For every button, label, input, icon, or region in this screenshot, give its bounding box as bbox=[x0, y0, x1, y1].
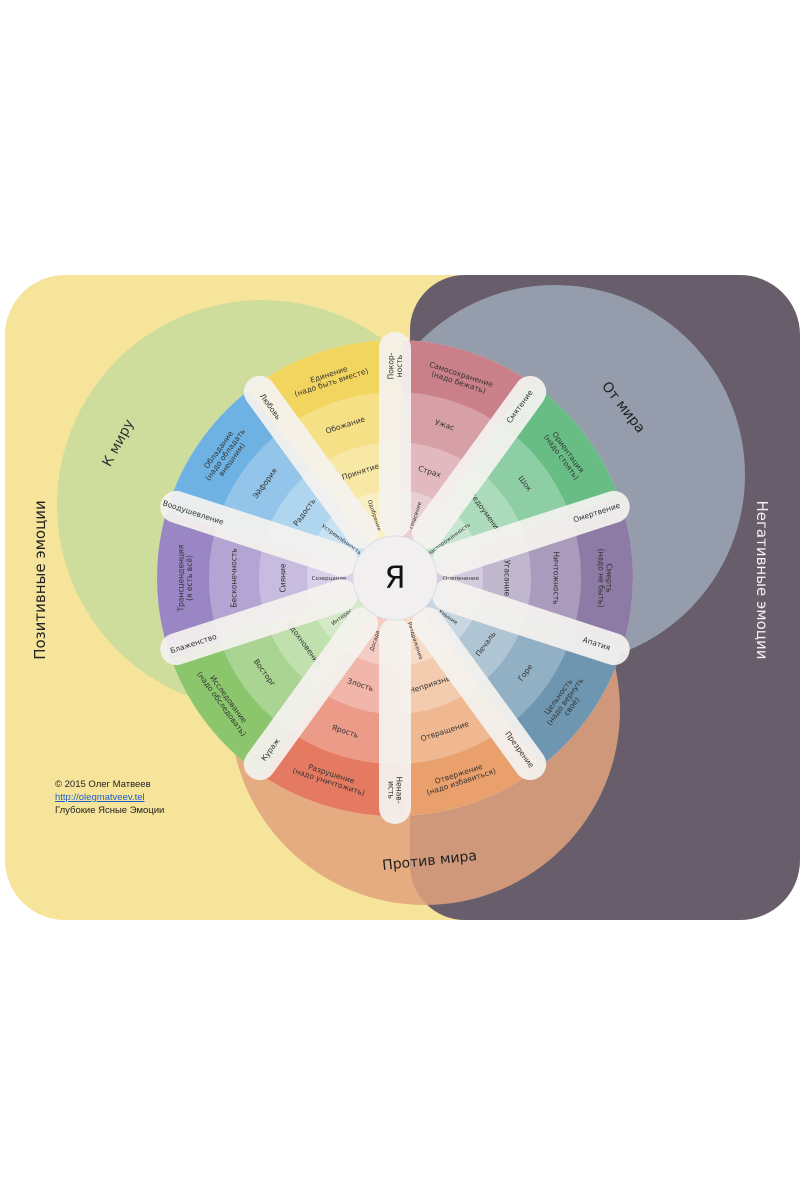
author-link[interactable]: http://olegmatveev.tel bbox=[55, 792, 145, 803]
spoke-bar bbox=[432, 579, 630, 666]
copyright-text: © 2015 Олег Матвеев bbox=[55, 779, 151, 790]
spoke-label: Покор-ность bbox=[387, 352, 404, 379]
spoke-5: Ненав-исть bbox=[379, 618, 411, 824]
spoke-bar bbox=[160, 490, 358, 577]
spoke-bar bbox=[411, 607, 547, 781]
positive-emotions-label: Позитивные эмоции bbox=[31, 500, 49, 660]
spoke-8: Воодушевление bbox=[160, 490, 358, 577]
negative-emotions-label: Негативные эмоции bbox=[753, 501, 771, 660]
emotion-label: Смерть(надо не быть) bbox=[596, 549, 613, 608]
spoke-bar bbox=[379, 618, 411, 824]
spoke-1: Смятение bbox=[411, 375, 547, 549]
spoke-9: Любовь bbox=[243, 375, 379, 549]
spoke-7: Блаженство bbox=[160, 579, 358, 666]
spoke-6: Кураж bbox=[243, 607, 379, 781]
spoke-bar bbox=[243, 375, 379, 549]
spoke-2: Омертвение bbox=[432, 490, 630, 577]
emotion-label: Созерцание bbox=[312, 576, 347, 582]
spoke-bar bbox=[411, 375, 547, 549]
spoke-bar bbox=[243, 607, 379, 781]
spoke-bar bbox=[160, 579, 358, 666]
credit-title: Глубокие Ясные Эмоции bbox=[55, 805, 165, 816]
self-label: Я bbox=[385, 561, 406, 596]
spoke-bar bbox=[379, 332, 411, 538]
emotion-label: Сияние bbox=[279, 563, 288, 592]
emotion-label: Угасание bbox=[502, 560, 511, 597]
self-circle bbox=[352, 535, 438, 621]
emotion-label: Ничтожность bbox=[551, 551, 560, 604]
spoke-bar bbox=[432, 490, 630, 577]
spoke-0: Покор-ность bbox=[379, 332, 411, 538]
spoke-3: Апатия bbox=[432, 579, 630, 666]
emotion-label: Бесконечность bbox=[230, 548, 239, 607]
credit-block: © 2015 Олег Матвеев http://olegmatveev.t… bbox=[55, 778, 164, 817]
emotion-label: Оцепенение bbox=[443, 576, 480, 582]
emotion-label: Трансценденция(я есть всё) bbox=[177, 545, 194, 613]
spoke-label: Ненав-исть bbox=[386, 777, 403, 804]
